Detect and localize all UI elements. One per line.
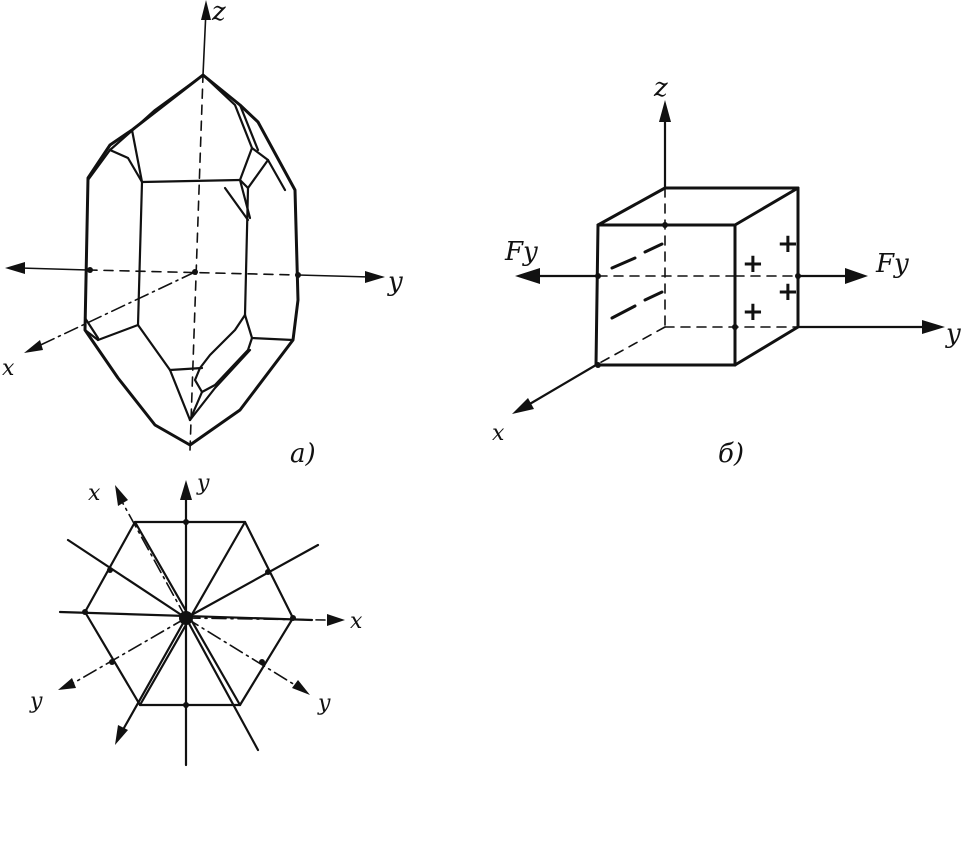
hex-y-bottom-left-arrowhead xyxy=(58,678,76,690)
cube-dot-2 xyxy=(595,273,601,279)
crystal-z-arrowhead xyxy=(201,0,211,20)
cube-dot-1 xyxy=(662,222,668,228)
crystal-side-dot-right xyxy=(295,272,301,278)
cube-y-arrowhead xyxy=(922,320,945,334)
cube-left-face-dashes xyxy=(610,242,664,320)
hex-x-top-left-label: x xyxy=(88,481,101,506)
cube-dot-5 xyxy=(795,273,801,279)
cube-z-label: z xyxy=(653,73,668,103)
crystal-x-label: x xyxy=(2,356,15,381)
hexagon-dashdot-axes xyxy=(69,497,326,686)
cube-front-face xyxy=(594,223,737,367)
hex-y-top-label: y xyxy=(196,471,210,496)
hex-dot-top xyxy=(183,519,189,525)
hex-x-right-arrowhead xyxy=(327,614,345,626)
cube-x-label: x xyxy=(492,421,505,446)
crystal-horizontal-axis-left xyxy=(19,267,89,271)
panel-b-caption: б) xyxy=(718,439,744,469)
hex-dot-left xyxy=(82,609,88,615)
hex-dot-lower-left xyxy=(109,659,115,665)
crystal-y-arrowhead xyxy=(365,271,385,283)
crystal-z-axis xyxy=(189,74,204,451)
crystal-z-axis-tip xyxy=(202,9,207,76)
charge-plus-3: + xyxy=(742,297,764,327)
hex-y-bottom-right-label: y xyxy=(317,691,331,716)
hex-dot-lower-right xyxy=(259,659,265,665)
cube-top-face xyxy=(596,186,800,227)
crystal-x-axis xyxy=(29,271,196,351)
charge-plus-2: + xyxy=(777,229,799,259)
crystal-lower-facets xyxy=(83,313,295,422)
crystal-left-arrowhead xyxy=(5,262,25,274)
cube-hidden-edges xyxy=(595,187,799,366)
cube-x-axis xyxy=(526,363,598,407)
hexagon-solid-lines xyxy=(58,498,320,767)
force-left-label: Fy xyxy=(504,237,538,267)
hex-dot-upper-left xyxy=(107,567,113,573)
cube-x-arrowhead xyxy=(512,398,534,414)
hexagon-center xyxy=(179,611,193,625)
crystal-upper-facets xyxy=(86,73,287,222)
hex-y-bottom-right-arrowhead xyxy=(292,680,310,695)
hex-dot-bottom xyxy=(183,702,189,708)
force-right-arrowhead xyxy=(845,268,868,284)
crystal-origin xyxy=(192,269,198,275)
hex-y-bottom-left-label: y xyxy=(29,689,43,714)
crystal-outline xyxy=(83,73,300,447)
force-right-label: Fy xyxy=(875,249,909,279)
hex-bottom-arrowhead xyxy=(115,725,128,745)
hex-x-right-label: x xyxy=(350,609,363,634)
panel-b-cube: z y x Fy Fy + + + + б) xyxy=(492,73,961,469)
crystal-side-dot-left xyxy=(87,267,93,273)
cube-dot-4 xyxy=(595,362,601,368)
crystal-horizontal-axis-right xyxy=(297,274,371,278)
cube-y-label: y xyxy=(945,319,961,349)
hex-x-top-left-arrowhead xyxy=(115,485,128,506)
cube-z-arrowhead xyxy=(659,100,671,122)
crystal-z-label: z xyxy=(211,0,226,27)
hex-y-top-arrowhead xyxy=(180,480,192,500)
panel-a-caption: a) xyxy=(290,439,316,469)
charge-plus-1: + xyxy=(742,249,764,279)
panel-hex-cross-section: y x x y y xyxy=(29,471,363,767)
cube-dot-3 xyxy=(732,324,738,330)
force-left-arrowhead xyxy=(515,268,540,284)
hex-dot-right xyxy=(290,615,296,621)
charge-plus-4: + xyxy=(777,277,799,307)
crystal-y-label: y xyxy=(387,267,403,297)
hex-dot-upper-right xyxy=(265,569,271,575)
crystal-prism-edges xyxy=(136,180,250,327)
panel-a-quartz-crystal: z y x a) xyxy=(2,0,403,469)
crystal-x-arrowhead xyxy=(24,340,43,353)
